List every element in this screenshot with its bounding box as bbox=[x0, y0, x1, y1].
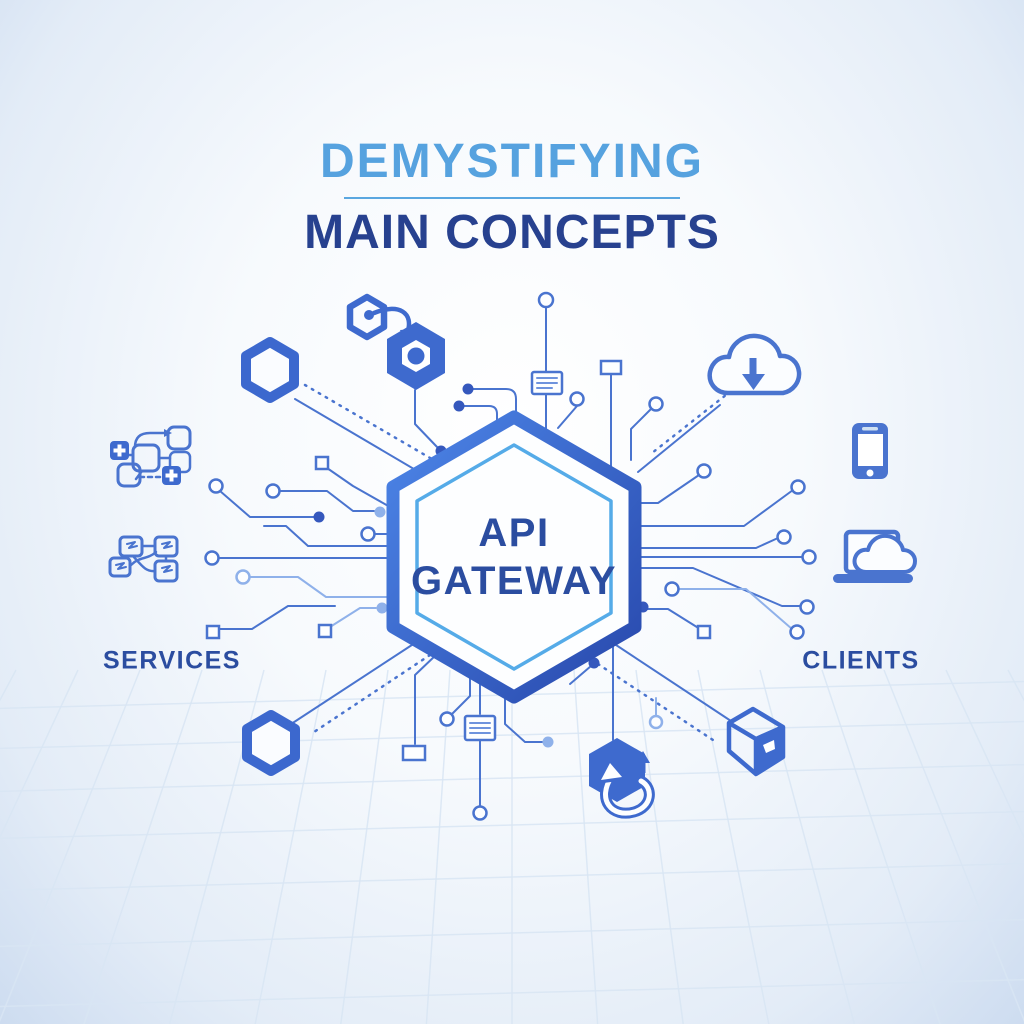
services-label: SERVICES bbox=[103, 646, 241, 675]
floor-grid bbox=[0, 669, 1024, 1024]
title-divider bbox=[344, 197, 680, 199]
process-swirl-box-icon bbox=[589, 738, 655, 819]
hexagon-node-icon bbox=[241, 337, 299, 403]
api-gateway-label-line1: API bbox=[478, 511, 550, 555]
api-gateway-hexagon bbox=[386, 410, 642, 704]
inner-hexagon-outline bbox=[415, 443, 613, 671]
clients-label: CLIENTS bbox=[802, 646, 920, 675]
page-subtitle: MAIN CONCEPTS bbox=[304, 206, 720, 259]
api-gateway-label: API GATEWAY bbox=[411, 509, 617, 605]
diagonal-links bbox=[284, 383, 733, 744]
page-title: DEMYSTIFYING bbox=[319, 135, 705, 188]
cloud-download-icon bbox=[707, 333, 802, 396]
laptop-cloud-icon bbox=[833, 529, 917, 583]
api-gateway-label-line2: GATEWAY bbox=[410, 559, 618, 603]
smartphone-icon bbox=[852, 423, 888, 479]
circuit-traces-left bbox=[218, 467, 391, 630]
package-box-icon bbox=[726, 706, 786, 777]
plugin-gear-hexagon-icon bbox=[346, 293, 445, 390]
hexagon-node-icon bbox=[242, 710, 300, 776]
circuit-traces-right bbox=[637, 474, 803, 630]
linked-services-icon bbox=[108, 535, 179, 583]
document-list-icon bbox=[530, 370, 564, 396]
document-list-icon bbox=[463, 714, 497, 742]
title-block: DEMYSTIFYING MAIN CONCEPTS bbox=[0, 134, 1024, 260]
circuit-traces-top bbox=[414, 306, 653, 469]
microservices-cluster-icon bbox=[110, 425, 192, 488]
